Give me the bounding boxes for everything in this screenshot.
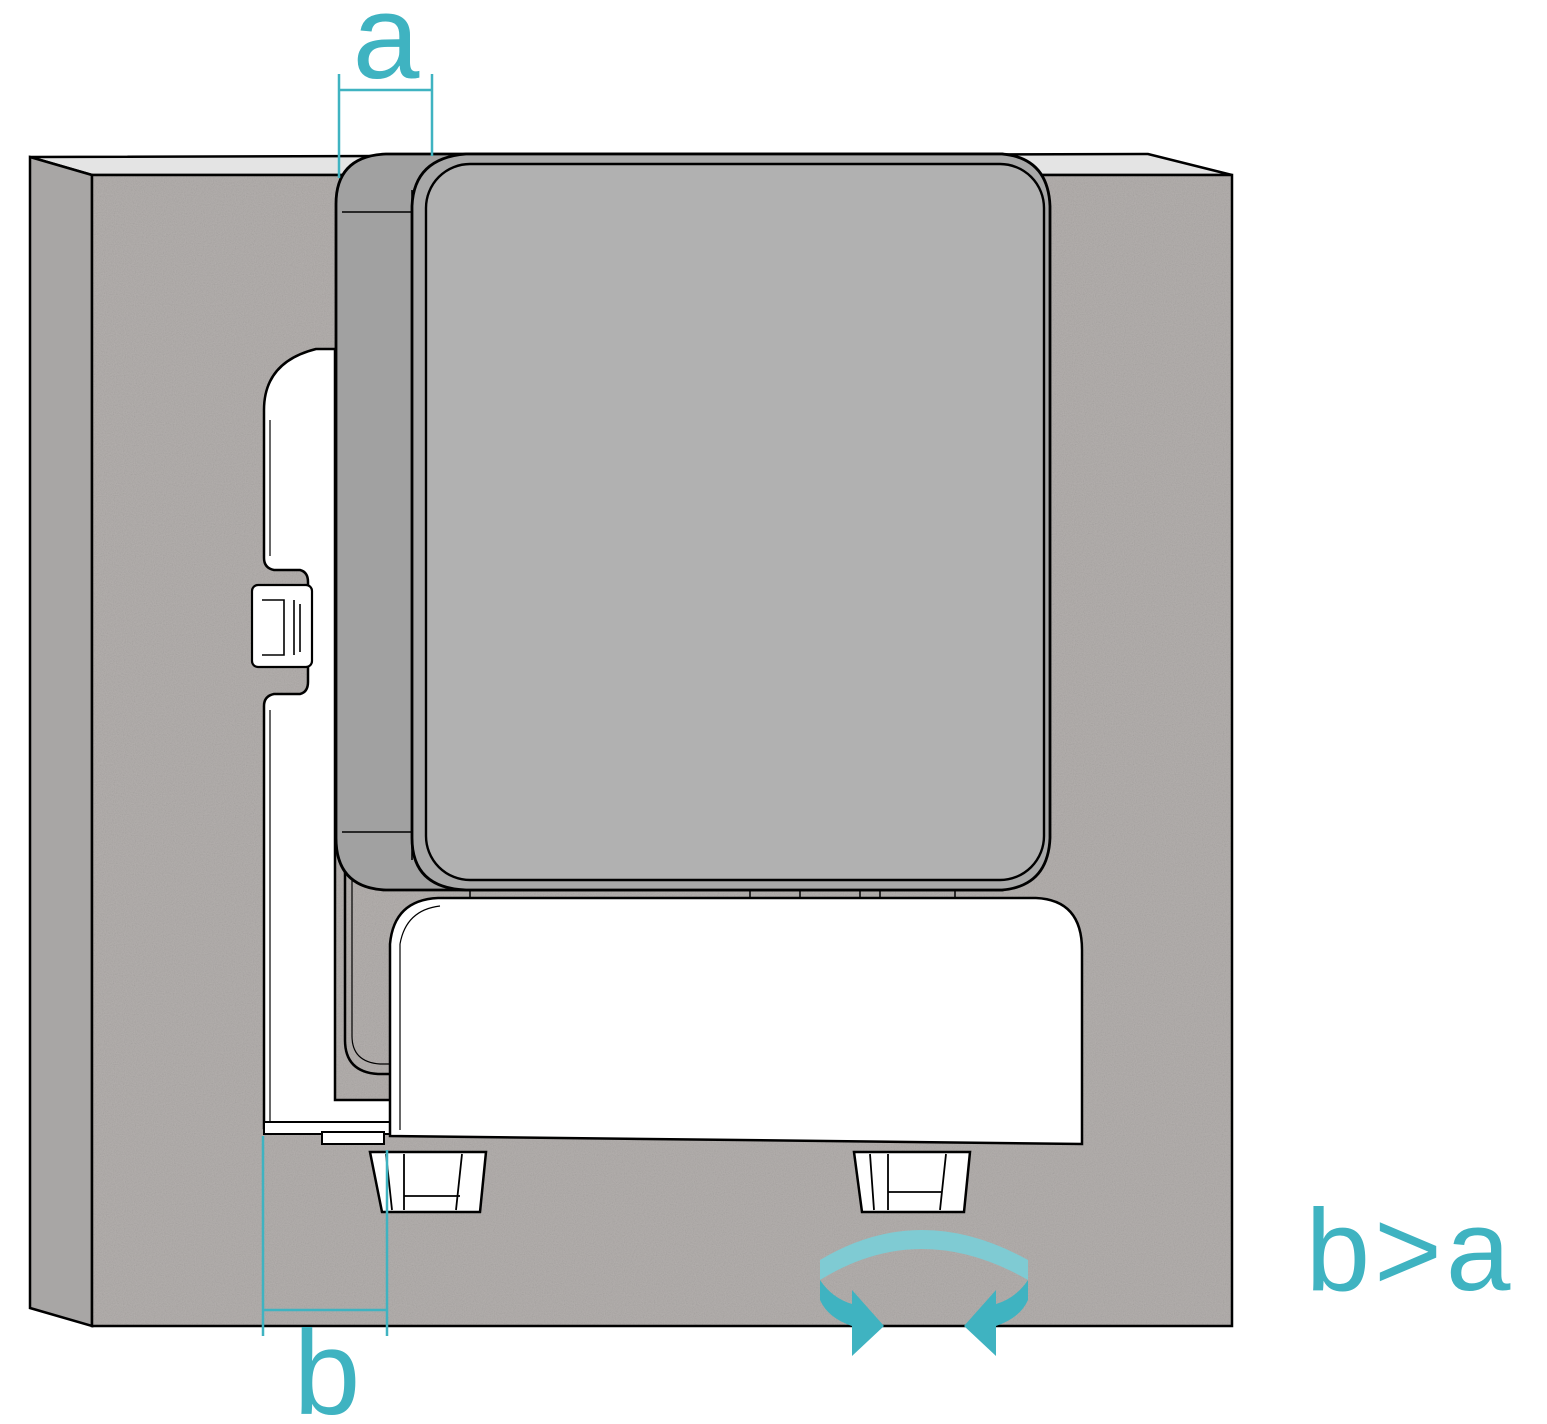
bracket-hook-detail bbox=[262, 599, 301, 656]
lower-module-gap-ticks bbox=[469, 888, 956, 898]
dimension-b-lines bbox=[261, 1136, 389, 1336]
rotate-arrows-icon bbox=[820, 1230, 1028, 1356]
device-feet bbox=[368, 1150, 972, 1214]
wall-bracket bbox=[250, 347, 396, 1145]
main-device bbox=[334, 152, 1052, 892]
bracket-foot-tab bbox=[321, 1131, 385, 1145]
wall-left-edge bbox=[28, 155, 94, 1328]
rotation-arrow-right bbox=[964, 1280, 1028, 1356]
rotation-band bbox=[820, 1230, 1028, 1280]
foot-right bbox=[852, 1150, 972, 1214]
foot-left bbox=[368, 1150, 488, 1214]
dimension-a-lines bbox=[337, 74, 434, 178]
rotation-arrow-left bbox=[820, 1280, 884, 1356]
dimension-a: a bbox=[337, 0, 434, 178]
lower-module-body bbox=[388, 896, 1084, 1146]
lower-module-back-edge bbox=[343, 870, 394, 1076]
bracket-hook-slot bbox=[250, 583, 314, 669]
relation-label: b>a bbox=[1306, 1185, 1515, 1315]
lower-module bbox=[343, 870, 1084, 1146]
dimension-a-label: a bbox=[353, 0, 420, 104]
lower-module-back-edge-inner bbox=[351, 880, 392, 1065]
lower-module-side-line bbox=[399, 905, 441, 1130]
dimension-b: b bbox=[261, 1136, 389, 1424]
device-front-panel bbox=[424, 162, 1046, 882]
bracket-plate bbox=[262, 347, 396, 1130]
dimension-b-label: b bbox=[294, 1306, 361, 1424]
